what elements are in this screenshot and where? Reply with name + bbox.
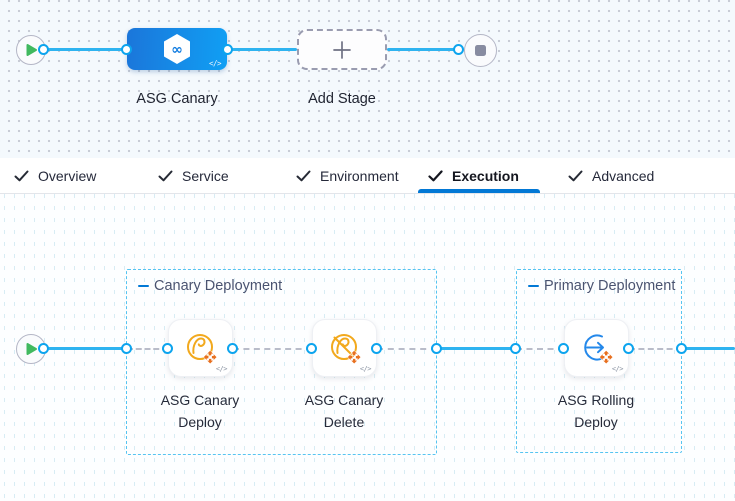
yaml-code-badge: </>: [208, 59, 222, 68]
dashed-connector: [516, 348, 564, 350]
check-icon: [428, 170, 443, 182]
group-title: Canary Deployment: [138, 278, 282, 294]
tab-label: Advanced: [592, 168, 655, 184]
tab-label: Environment: [320, 168, 399, 184]
active-tab-underline: [418, 189, 540, 193]
connector-dot[interactable]: [510, 343, 521, 354]
stage-graph-canvas[interactable]: ∞ </> ASG Canary Add Stage: [0, 0, 735, 158]
pipeline-end-node: [464, 34, 497, 67]
stage-name-label: ASG Canary: [136, 91, 218, 107]
group-title: Primary Deployment: [528, 278, 675, 294]
tab-service[interactable]: Service: [158, 158, 229, 194]
add-stage-button[interactable]: [297, 29, 387, 70]
connector-dot[interactable]: [121, 343, 132, 354]
step-label-asg-canary-delete: ASG Canary Delete: [304, 392, 384, 430]
connector-dot[interactable]: [306, 343, 317, 354]
yaml-code-badge: </>: [215, 365, 228, 373]
execution-graph-canvas[interactable]: Canary Deployment Primary Deployment </>: [0, 194, 735, 501]
scale-cross-icon: [202, 350, 217, 365]
harness-cd-hexagon-icon: ∞: [164, 34, 190, 64]
connector-dot[interactable]: [38, 44, 49, 55]
step-group-primary-deployment[interactable]: Primary Deployment: [516, 269, 682, 453]
connector-line: [48, 347, 127, 350]
step-node-asg-canary-deploy[interactable]: </>: [168, 319, 233, 377]
play-icon: [26, 343, 37, 355]
scale-cross-icon: [598, 350, 613, 365]
dashed-connector: [127, 348, 168, 350]
dashed-connector: [233, 348, 312, 350]
stop-icon: [475, 45, 486, 56]
tab-label: Service: [182, 168, 229, 184]
rolling-deploy-icon: [583, 334, 613, 365]
yaml-code-badge: </>: [611, 365, 624, 373]
connector-line: [387, 48, 455, 51]
connector-dot[interactable]: [676, 343, 687, 354]
connector-dot[interactable]: [227, 343, 238, 354]
check-icon: [296, 170, 311, 182]
step-node-asg-canary-delete[interactable]: </>: [312, 319, 377, 377]
connector-dot[interactable]: [453, 44, 464, 55]
group-collapse-dash-icon[interactable]: [528, 284, 539, 288]
connector-dot[interactable]: [162, 343, 173, 354]
play-icon: [26, 44, 37, 56]
connector-dot[interactable]: [38, 343, 49, 354]
connector-line: [437, 347, 516, 350]
stage-config-tabbar: Overview Service Environment Execution A…: [0, 158, 735, 194]
scale-cross-icon: [346, 350, 361, 365]
check-icon: [568, 170, 583, 182]
connector-line: [682, 347, 735, 350]
plus-icon: [333, 40, 351, 59]
tab-advanced[interactable]: Advanced: [568, 158, 654, 194]
connector-dot[interactable]: [121, 44, 132, 55]
step-group-canary-deployment[interactable]: Canary Deployment: [126, 269, 437, 455]
connector-dot[interactable]: [371, 343, 382, 354]
stage-node-asg-canary[interactable]: ∞ </>: [127, 28, 227, 70]
connector-dot[interactable]: [623, 343, 634, 354]
canary-delete-icon: [330, 334, 361, 365]
connector-dot[interactable]: [222, 44, 233, 55]
tab-overview[interactable]: Overview: [14, 158, 96, 194]
step-label-asg-canary-deploy: ASG Canary Deploy: [160, 392, 240, 430]
tab-execution[interactable]: Execution: [428, 158, 519, 194]
add-stage-label: Add Stage: [308, 91, 376, 107]
connector-dot[interactable]: [431, 343, 442, 354]
check-icon: [14, 170, 29, 182]
step-node-asg-rolling-deploy[interactable]: </>: [564, 319, 629, 377]
svg-text:∞: ∞: [171, 42, 183, 58]
tab-label: Execution: [452, 168, 519, 184]
connector-line: [48, 48, 127, 51]
yaml-code-badge: </>: [359, 365, 372, 373]
tab-environment[interactable]: Environment: [296, 158, 399, 194]
connector-line: [232, 48, 297, 51]
canary-deploy-icon: [186, 334, 217, 365]
step-label-asg-rolling-deploy: ASG Rolling Deploy: [557, 392, 635, 430]
dashed-connector: [629, 348, 682, 350]
group-collapse-dash-icon[interactable]: [138, 284, 149, 288]
check-icon: [158, 170, 173, 182]
connector-dot[interactable]: [558, 343, 569, 354]
dashed-connector: [377, 348, 437, 350]
tab-label: Overview: [38, 168, 97, 184]
